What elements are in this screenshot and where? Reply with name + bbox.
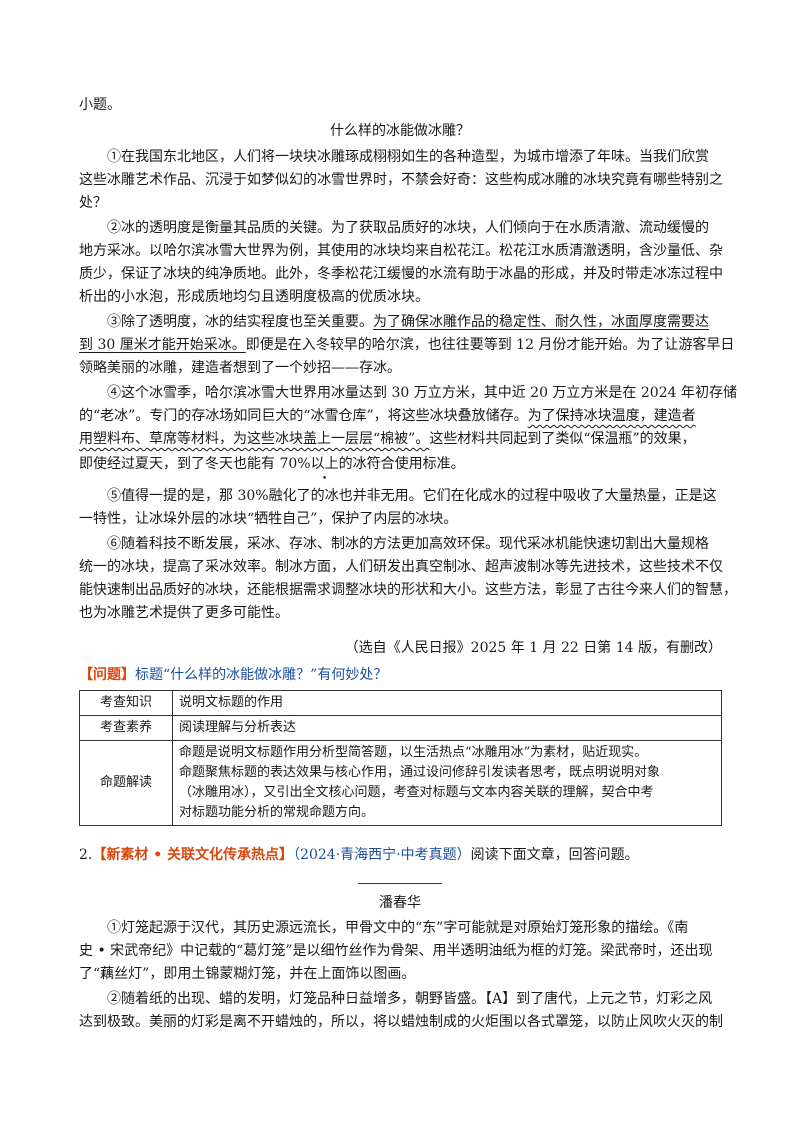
source-citation: （选自《人民日报》2025 年 1 月 22 日第 14 版，有删改）: [344, 640, 722, 656]
table-key: 考查素养: [79, 715, 173, 741]
prev-question-tail: 小题。: [79, 97, 121, 113]
table-value-line: （冰雕用冰），又引出全文核心问题，考查对标题与文本内容关联的理解，契合中考: [179, 785, 654, 800]
paragraph-4-text-3: 即使经过夏天，到了冬天也能有 70%: [79, 456, 311, 472]
paragraph-1-line-2: 这些冰雕艺术作品、沉浸于如梦似幻的冰雪世界时，不禁会好奇：这些构成冰雕的冰块究竟…: [79, 172, 723, 188]
dotted-emphasis: 以上: [311, 456, 339, 472]
paragraph-3-line-2: 到 30 厘米才能开始采冰。即便是在入冬较早的哈尔滨，也往往要等到 12 月份才…: [79, 335, 734, 355]
section-2-header: 2.【新素材 • 关联文化传承热点】（2024·青海西宁·中考真题）阅读下面文章…: [79, 845, 639, 865]
paragraph-6-line-2: 统一的冰块，提高了采冰效率。制冰方面，人们研发出真空制冰、超声波制冰等先进技术，…: [79, 559, 723, 575]
paragraph-2-line-1: ②冰的透明度是衡量其品质的关键。为了获取品质好的冰块，人们倾向于在水质清澈、流动…: [107, 220, 709, 236]
underlined-sentence-end: 到 30 厘米才能开始采冰。: [79, 337, 246, 353]
table-value-line: 命题聚焦标题的表达效果与核心作用，通过设问修辞引发读者思考，既点明说明对象: [179, 765, 661, 780]
analysis-table: 考查知识 说明文标题的作用 考查素养 阅读理解与分析表达 命题解读 命题是说明文…: [79, 690, 722, 826]
wavy-underlined-sentence: 为了保持冰块温度，建造者: [527, 408, 696, 424]
question-tag: 【问题】: [79, 667, 135, 683]
table-row: 考查素养 阅读理解与分析表达: [79, 715, 722, 741]
article-title: 什么样的冰能做冰雕？: [330, 123, 470, 139]
paragraph-3-line-1: ③除了透明度，冰的结实程度也至关重要。为了确保冰雕作品的稳定性、耐久性，冰面厚度…: [107, 312, 709, 332]
paragraph-4-text-4: 的冰符合使用标准。: [338, 456, 465, 472]
article2-paragraph-1-line-2: 史 • 宋武帝纪》中记载的“葛灯笼”是以细竹丝作为骨架、用半透明油纸为框的灯笼。…: [79, 943, 713, 959]
wavy-underlined-sentence-end: 用塑料布、草席等材料，为这些冰块盖上一层层“棉被”。: [79, 431, 430, 447]
underlined-sentence: 为了确保冰雕作品的稳定性、耐久性，冰面厚度需要达: [373, 314, 709, 330]
section-source-tag: （2024·青海西宁·中考真题）: [293, 847, 471, 863]
article2-paragraph-1-line-1: ①灯笼起源于汉代，其历史源远流长，甲骨文中的“东”字可能就是对原始灯笼形象的描绘…: [107, 920, 689, 936]
table-key: 考查知识: [79, 690, 173, 716]
paragraph-6-line-1: ⑥随着科技不断发展，采冰、存冰、制冰的方法更加高效环保。现代采冰机能快速切割出大…: [107, 536, 709, 552]
table-row: 考查知识 说明文标题的作用: [79, 690, 722, 716]
article2-paragraph-2-line-1: ②随着纸的出现、蜡的发明，灯笼品种日益增多，朝野皆盛。【A】到了唐代，上元之节，…: [107, 991, 713, 1007]
table-key: 命题解读: [79, 740, 173, 826]
table-value-multiline: 命题是说明文标题作用分析型简答题，以生活热点“冰雕用冰”为素材，贴近现实。 命题…: [172, 740, 722, 826]
table-value-line: 对标题功能分析的常规命题方向。: [179, 805, 375, 820]
paragraph-3-text: ③除了透明度，冰的结实程度也至关重要。: [107, 314, 373, 330]
paragraph-4-text-2: 这些材料共同起到了类似“保温瓶”的效果，: [429, 431, 696, 447]
table-value: 阅读理解与分析表达: [172, 715, 722, 741]
article2-paragraph-1-line-3: 了“藕丝灯”，即用土锦蒙糊灯笼，并在上面饰以图画。: [79, 966, 416, 982]
title-blank-line: [358, 883, 442, 884]
paragraph-4-line-1: ④这个冰雪季，哈尔滨冰雪大世界用冰量达到 30 万立方米，其中近 20 万立方米…: [107, 385, 737, 401]
section-tag: 【新素材 • 关联文化传承热点】: [92, 847, 294, 863]
paragraph-1-line-1: ①在我国东北地区，人们将一块块冰雕琢成栩栩如生的各种造型，为城市增添了年味。当我…: [107, 149, 709, 165]
paragraph-4-line-4: 即使经过夏天，到了冬天也能有 70%以上的冰符合使用标准。: [79, 454, 465, 474]
article-author: 潘春华: [379, 895, 421, 911]
paragraph-2-line-2: 地方采冰。以哈尔滨冰雪大世界为例，其使用的冰块均来自松花江。松花江水质清澈透明，…: [79, 243, 723, 259]
paragraph-2-line-4: 析出的小水泡，形成质地均匀且透明度极高的优质冰块。: [79, 289, 429, 305]
paragraph-4-line-2: 的“老冰”。专门的存冰场如同巨大的“冰雪仓库”，将这些冰块叠放储存。为了保持冰块…: [79, 406, 696, 426]
paragraph-6-line-3: 能快速制出品质好的冰块，还能根据需求调整冰块的形状和大小。这些方法，彰显了古往今…: [79, 582, 737, 598]
paragraph-2-line-3: 质少，保证了冰块的纯净质地。此外，冬季松花江缓慢的水流有助于冰晶的形成，并及时带…: [79, 266, 723, 282]
paragraph-1-line-3: 处？: [79, 195, 107, 211]
section-number: 2.: [79, 847, 93, 863]
paragraph-4-text: 的“老冰”。专门的存冰场如同巨大的“冰雪仓库”，将这些冰块叠放储存。: [79, 408, 528, 424]
paragraph-3-line-3: 领略美丽的冰雕，建造者想到了一个妙招——存冰。: [79, 360, 401, 376]
article2-paragraph-2-line-2: 达到极致。美丽的灯彩是离不开蜡烛的，所以，将以蜡烛制成的火炬围以各式罩笼，以防止…: [79, 1014, 723, 1030]
paragraph-3-text-2: 即便是在入冬较早的哈尔滨，也往往要等到 12 月份才能开始。为了让游客早日: [245, 337, 735, 353]
section-instruction: 阅读下面文章，回答问题。: [470, 847, 639, 863]
table-row: 命题解读 命题是说明文标题作用分析型简答题，以生活热点“冰雕用冰”为素材，贴近现…: [79, 740, 722, 826]
question-text: 标题“什么样的冰能做冰雕？”有何妙处？: [135, 667, 388, 683]
table-value-line: 命题是说明文标题作用分析型简答题，以生活热点“冰雕用冰”为素材，贴近现实。: [179, 745, 648, 760]
paragraph-4-line-3: 用塑料布、草席等材料，为这些冰块盖上一层层“棉被”。这些材料共同起到了类似“保温…: [79, 429, 696, 449]
table-value: 说明文标题的作用: [172, 690, 722, 716]
paragraph-5-line-2: 一特性，让冰垛外层的冰块“牺牲自己”，保护了内层的冰块。: [79, 511, 458, 527]
paragraph-5-line-1: ⑤值得一提的是，那 30%融化了的冰也并非无用。它们在化成水的过程中吸收了大量热…: [107, 488, 717, 504]
paragraph-6-line-4: 也为冰雕艺术提供了更多可能性。: [79, 605, 289, 621]
question-line: 【问题】标题“什么样的冰能做冰雕？”有何妙处？: [79, 665, 387, 685]
